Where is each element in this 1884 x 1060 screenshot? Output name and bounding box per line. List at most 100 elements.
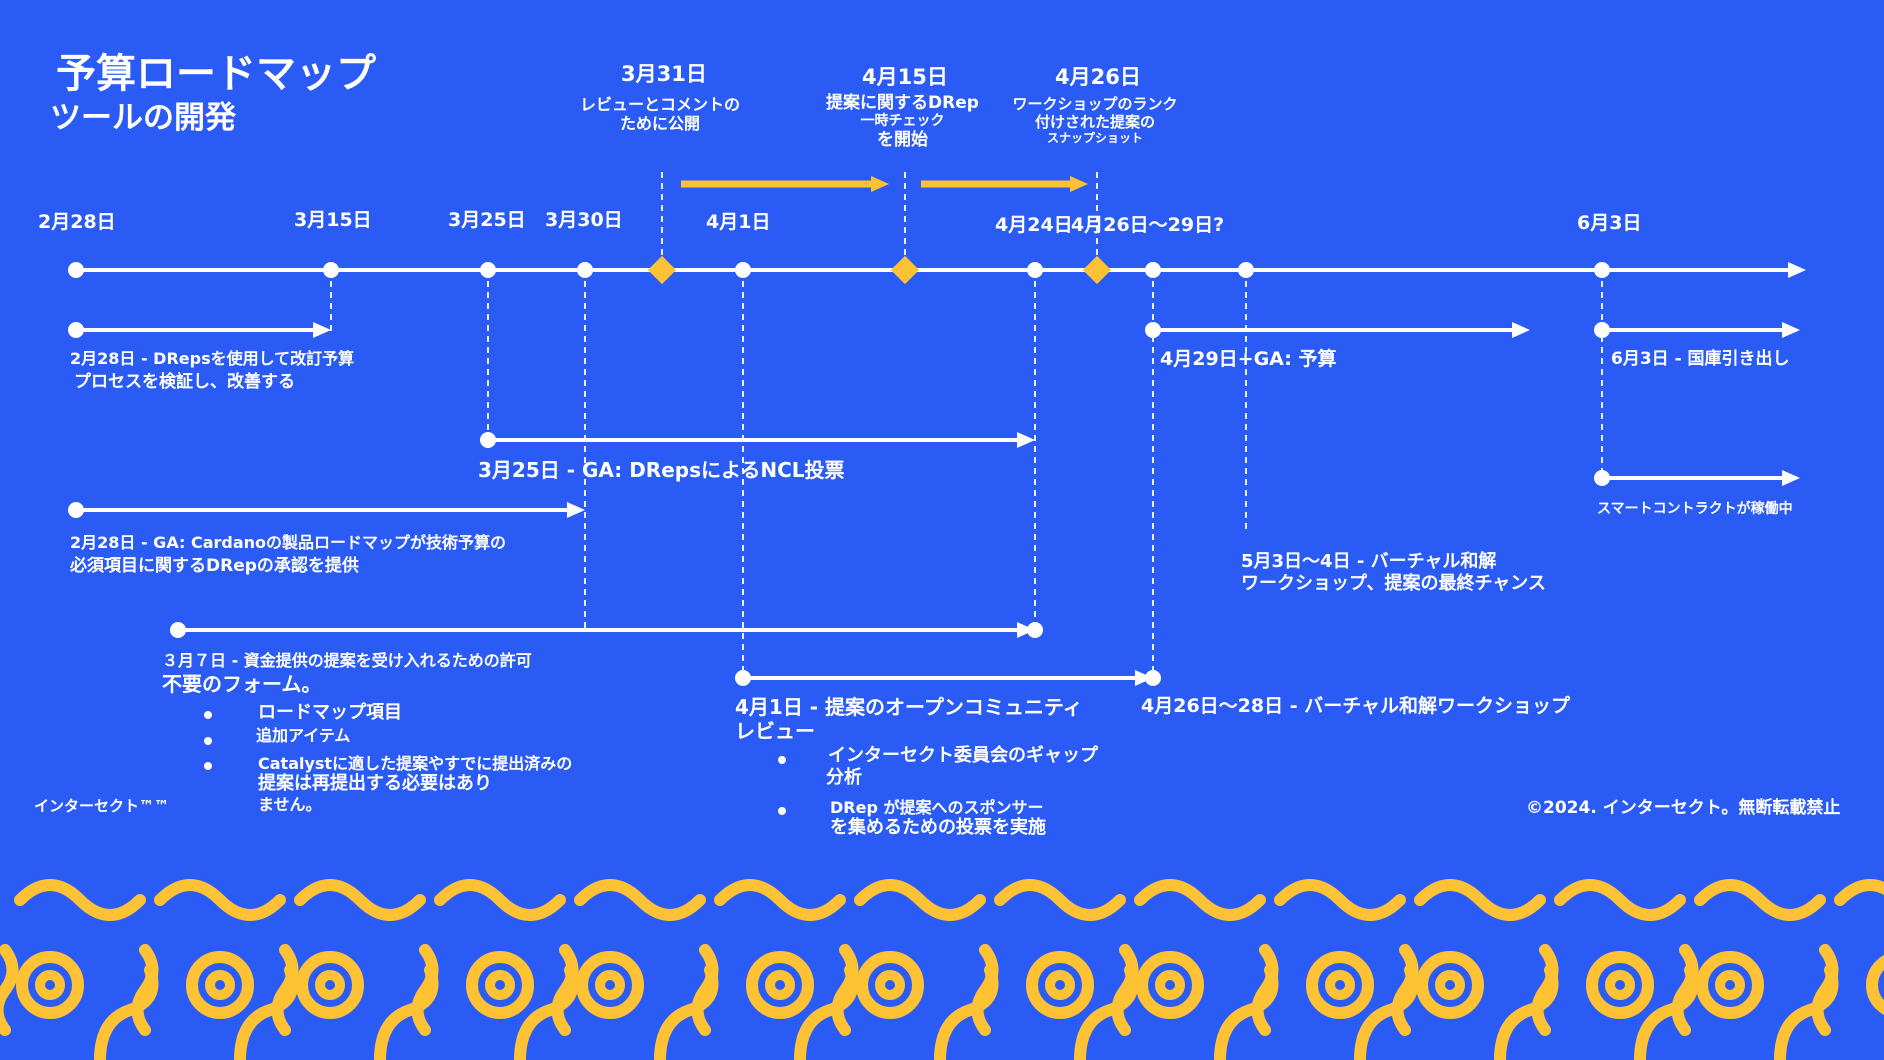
timeline-dot bbox=[577, 262, 593, 278]
item-arrow-head bbox=[1017, 432, 1035, 448]
bullet-icon bbox=[204, 737, 212, 745]
item-arrow-head bbox=[1017, 622, 1035, 638]
pattern-squiggle bbox=[1671, 944, 1699, 1036]
pattern-squiggle bbox=[434, 879, 566, 921]
pattern-squiggle bbox=[1391, 944, 1419, 1036]
pattern-squiggle bbox=[854, 879, 986, 921]
axis-date-label: 3月30日 bbox=[545, 209, 623, 231]
bullet-text: 追加アイテム bbox=[256, 726, 351, 745]
pattern-squiggle bbox=[1834, 879, 1884, 906]
pattern-swirl bbox=[16, 951, 84, 1019]
item-mar25-ncl-label: 3月25日 - GA: DRepsによるNCL投票 bbox=[478, 458, 845, 482]
timeline-dot bbox=[1238, 262, 1254, 278]
pattern-swirl bbox=[1696, 951, 1764, 1019]
pattern-swirl bbox=[856, 951, 924, 1019]
pattern-swirl-inner bbox=[1435, 970, 1465, 1000]
item-arrow-head bbox=[567, 502, 585, 518]
pattern-squiggle bbox=[0, 944, 19, 1036]
pattern-squiggle bbox=[1274, 879, 1406, 921]
pattern-swirl-inner bbox=[315, 970, 345, 1000]
pattern-swirl bbox=[1136, 951, 1204, 1019]
item-arrow-head bbox=[1782, 322, 1800, 338]
pattern-squiggle bbox=[831, 944, 859, 1036]
pattern-squiggle bbox=[574, 879, 706, 921]
milestone-date: 4月26日 bbox=[1055, 65, 1141, 89]
pattern-squiggle bbox=[1531, 944, 1559, 1036]
footer-copyright: ©2024. インターセクト。無断転載禁止 bbox=[1526, 798, 1841, 818]
pattern-squiggle bbox=[994, 879, 1126, 921]
pattern-swirl-inner bbox=[1605, 970, 1635, 1000]
pattern-swirl-inner bbox=[1715, 970, 1745, 1000]
bullet-icon bbox=[778, 807, 786, 815]
axis-date-label: 2月28日 bbox=[38, 211, 116, 233]
timeline-dot bbox=[68, 262, 84, 278]
axis-date-label: 6月3日 bbox=[1577, 212, 1642, 234]
timeline-dot bbox=[1594, 262, 1610, 278]
pattern-squiggle bbox=[294, 879, 426, 921]
milestone-date: 3月31日 bbox=[621, 62, 707, 86]
milestone-label: レビューとコメントの ために公開 bbox=[579, 95, 740, 134]
pattern-swirl-inner bbox=[1045, 970, 1075, 1000]
axis-date-label: 4月26日〜29日? bbox=[1071, 214, 1225, 236]
axis-date-label: 4月1日 bbox=[706, 211, 771, 233]
axis-date-label: 3月25日 bbox=[448, 209, 526, 231]
pattern-squiggle bbox=[1134, 879, 1266, 921]
item-jun3-label: 6月3日 - 国庫引き出し bbox=[1611, 349, 1790, 369]
pattern-squiggle bbox=[131, 944, 159, 1036]
pattern-squiggle bbox=[1111, 944, 1139, 1036]
timeline-dot bbox=[480, 262, 496, 278]
axis-date-label: 4月24日 bbox=[995, 214, 1073, 236]
bullet-text: Catalystに適した提案やすでに提出済みの 提案は再提出する必要はあり ませ… bbox=[258, 754, 573, 814]
timeline-dot bbox=[735, 262, 751, 278]
timeline-dot bbox=[1027, 262, 1043, 278]
bullet-text: DRep が提案へのスポンサー を集めるための投票を実施 bbox=[830, 798, 1046, 839]
timeline-dot bbox=[323, 262, 339, 278]
milestone-arrow-head bbox=[1070, 176, 1088, 192]
milestone-diamond bbox=[1082, 255, 1112, 285]
pattern-swirl-inner bbox=[875, 970, 905, 1000]
item-apr29-label: 4月29日+GA: 予算 bbox=[1160, 348, 1337, 370]
pattern-swirl-inner bbox=[595, 970, 625, 1000]
pattern-squiggle bbox=[14, 879, 146, 921]
pattern-swirl-inner bbox=[1325, 970, 1355, 1000]
item-arrow-head bbox=[1512, 322, 1530, 338]
pattern-swirl bbox=[1416, 951, 1484, 1019]
item-arrow-head bbox=[1135, 670, 1153, 686]
pattern-swirl bbox=[1866, 955, 1884, 1015]
pattern-swirl bbox=[186, 951, 254, 1019]
bullet-icon bbox=[778, 756, 786, 764]
pattern-swirl bbox=[746, 951, 814, 1019]
bullet-icon bbox=[204, 762, 212, 770]
page-subtitle: ツールの開発 bbox=[50, 100, 236, 136]
pattern-squiggle bbox=[971, 944, 999, 1036]
item-arrow-head bbox=[1782, 470, 1800, 486]
page-title: 予算ロードマップ bbox=[56, 51, 376, 97]
pattern-swirl bbox=[466, 951, 534, 1019]
timeline-dot bbox=[1027, 622, 1043, 638]
milestone-label: 提案に関するDRep 一時チェック を開始 bbox=[826, 93, 979, 151]
pattern-squiggle bbox=[1251, 944, 1279, 1036]
bullet-icon bbox=[204, 711, 212, 719]
item-apr26-28-label: 4月26日〜28日 - バーチャル和解ワークショップ bbox=[1141, 695, 1571, 717]
axis-date-label: 3月15日 bbox=[294, 209, 372, 231]
pattern-squiggle bbox=[551, 944, 579, 1036]
timeline-dot bbox=[1145, 670, 1161, 686]
item-feb28-drep-label: 2月28日 - DRepsを使用して改訂予算 プロセスを検証し、改善する bbox=[70, 349, 355, 393]
pattern-swirl bbox=[1586, 951, 1654, 1019]
pattern-swirl-inner bbox=[205, 970, 235, 1000]
pattern-squiggle bbox=[154, 879, 286, 921]
pattern-squiggle bbox=[411, 944, 439, 1036]
pattern-swirl bbox=[296, 951, 364, 1019]
pattern-swirl-inner bbox=[485, 970, 515, 1000]
milestone-arrow-head bbox=[871, 176, 889, 192]
milestone-diamond bbox=[890, 255, 920, 285]
pattern-squiggle bbox=[1811, 944, 1839, 1036]
bullet-text: ロードマップ項目 bbox=[258, 702, 402, 723]
timeline-dot bbox=[1145, 262, 1161, 278]
item-smart-contract-label: スマートコントラクトが稼働中 bbox=[1597, 501, 1793, 517]
pattern-swirl bbox=[1026, 951, 1094, 1019]
bullet-text: インターセクト委員会のギャップ 分析 bbox=[826, 745, 1098, 788]
item-arrow-head bbox=[313, 322, 331, 338]
